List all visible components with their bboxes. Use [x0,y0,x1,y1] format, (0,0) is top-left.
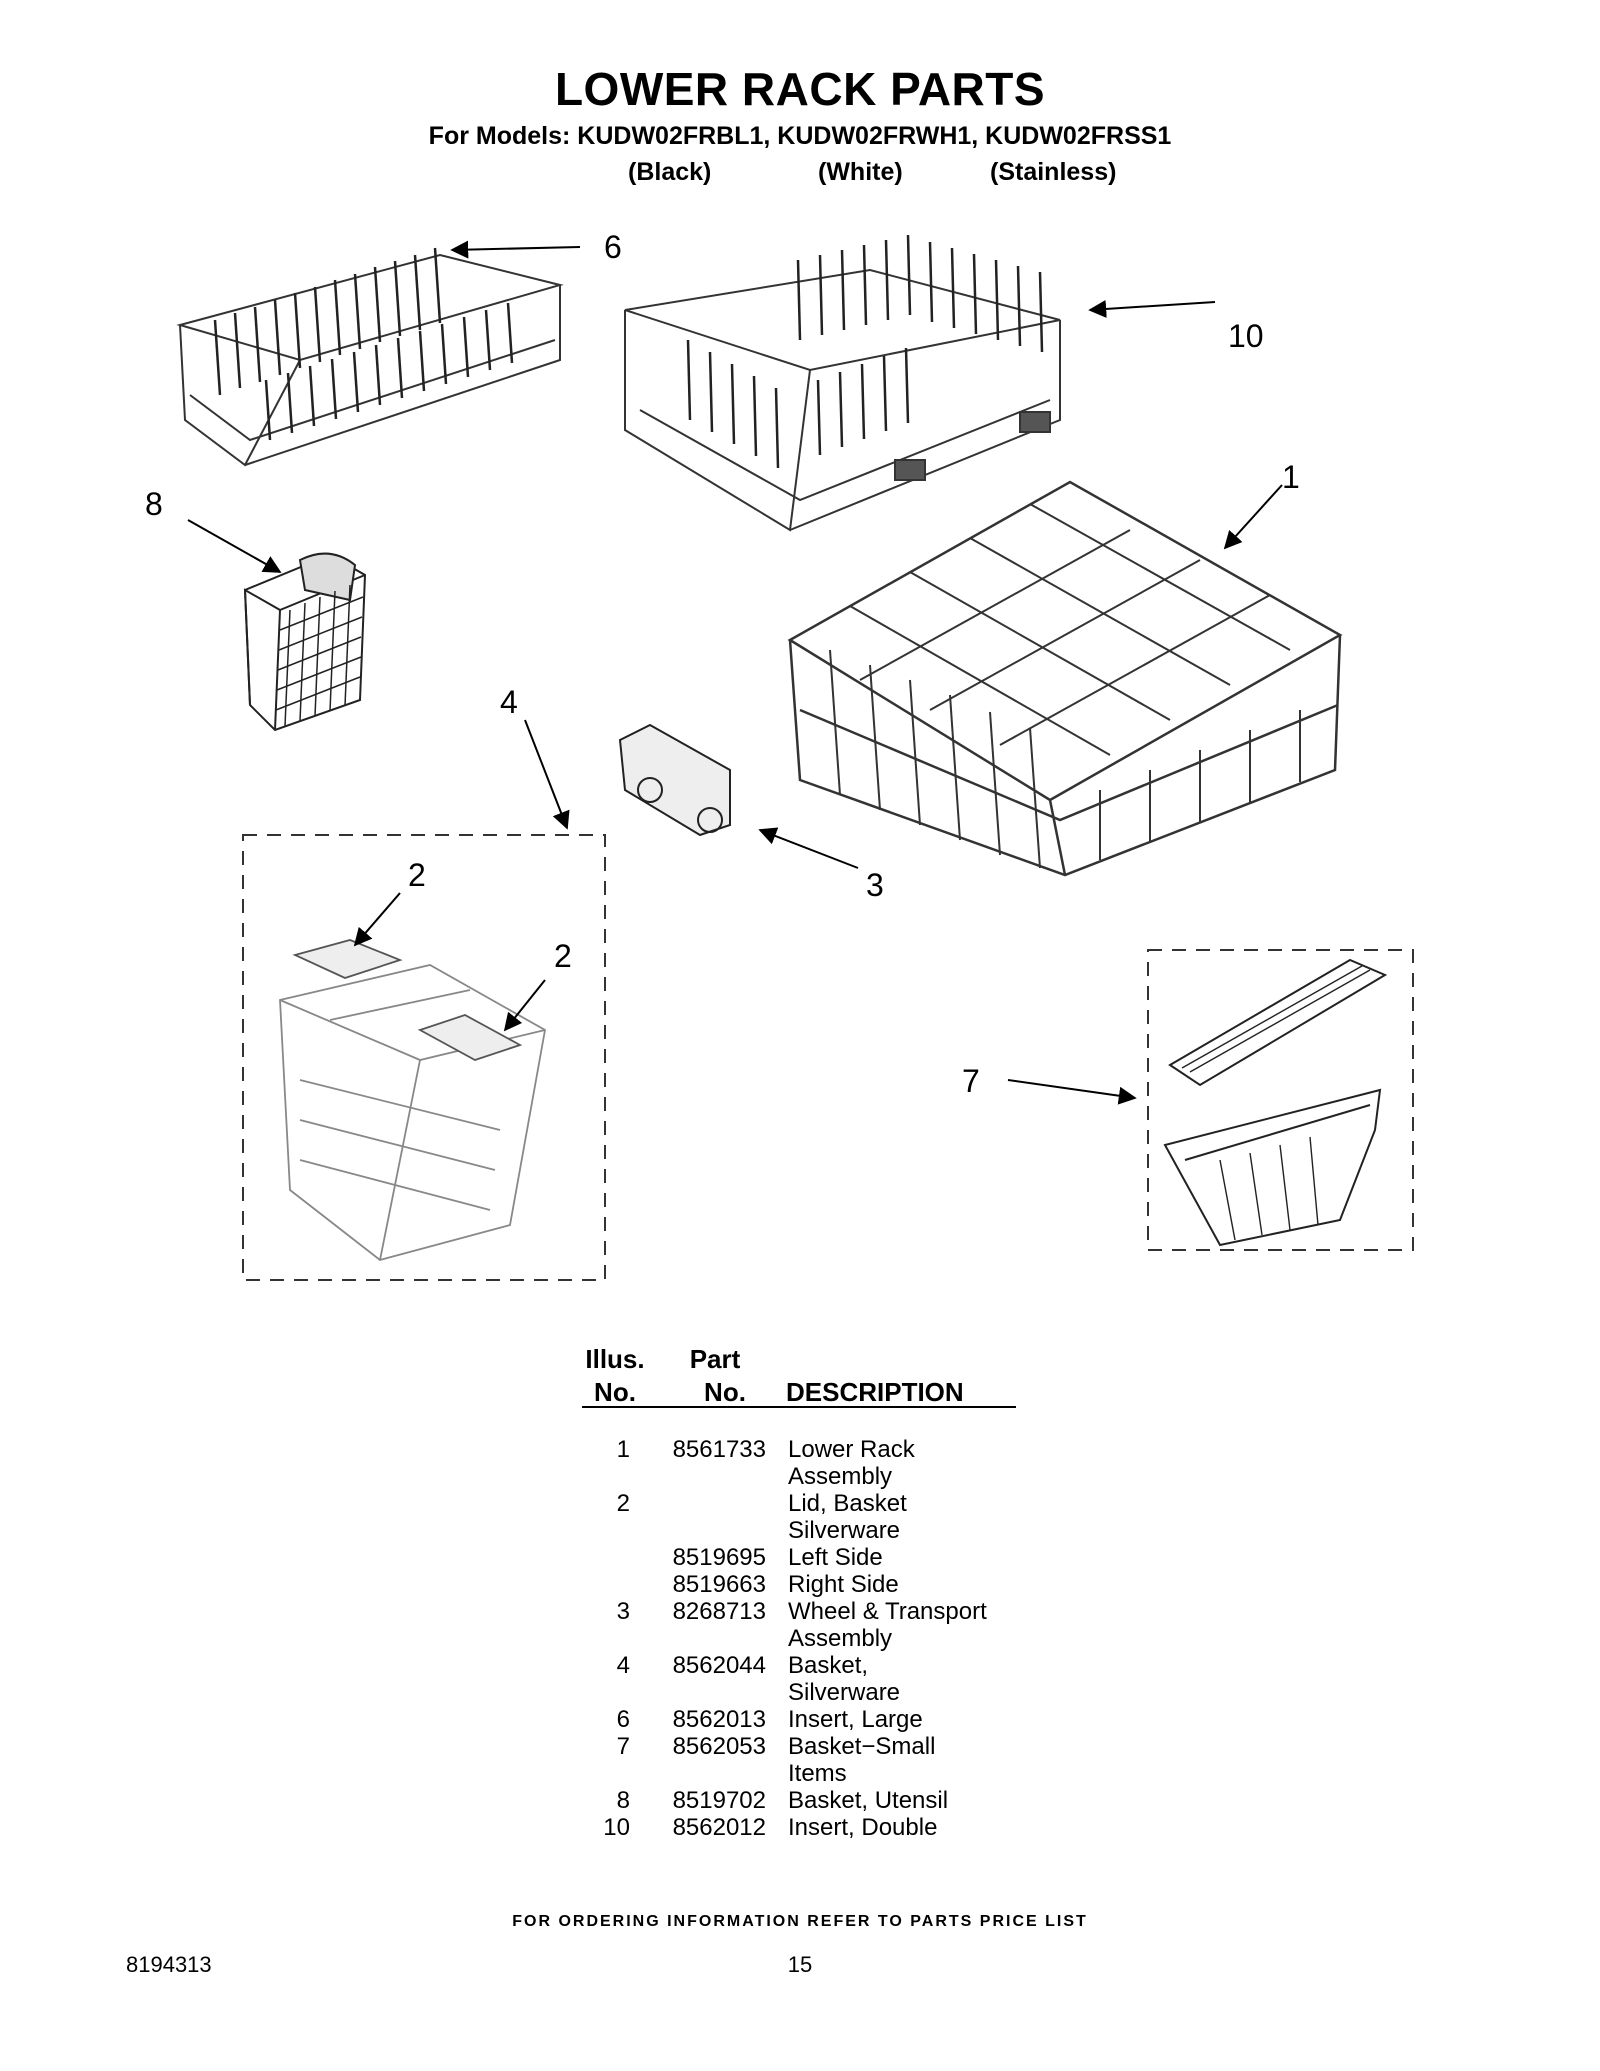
variant-stainless: (Stainless) [990,158,1117,186]
document-number: 8194313 [126,1952,212,1977]
leader-10 [1088,299,1216,318]
part-4-basket-silverware [279,964,546,1261]
callout-2-left: 2 [408,857,426,893]
callout-8: 8 [145,486,163,522]
exploded-parts-diagram: 6 10 1 8 4 3 2 2 7 [145,229,1414,1281]
description: Lid, Basket [788,1490,907,1517]
part-10-insert-double [624,234,1061,532]
illus-no: 4 [616,1652,630,1679]
models-line: For Models: KUDW02FRBL1, KUDW02FRWH1, KU… [428,122,1172,150]
illus-no: 2 [616,1490,630,1517]
description: Left Side [788,1544,883,1571]
callout-3: 3 [866,867,884,903]
leader-7 [1007,1079,1137,1105]
illus-no: 8 [616,1787,630,1814]
part-7-dashed-box [1147,949,1414,1251]
part-no: 8519695 [672,1544,766,1571]
description: Silverware [788,1679,901,1706]
page-title: LOWER RACK PARTS [554,63,1046,115]
illus-no: 7 [616,1733,630,1760]
part-2-lid-left [292,939,403,979]
leader-4 [524,719,570,830]
part-1-lower-rack [787,480,1343,877]
description: Basket, Utensil [788,1787,949,1814]
illus-no: 6 [616,1706,630,1733]
ordering-note: FOR ORDERING INFORMATION REFER TO PARTS … [512,1913,1088,1930]
description: Items [788,1760,847,1787]
part-no: 8268713 [672,1598,766,1625]
description: Insert, Large [788,1706,923,1733]
illus-no: 10 [603,1814,630,1841]
col-part-bottom: No. [704,1377,746,1407]
description: Basket−Small [788,1733,936,1760]
description: Assembly [788,1463,893,1490]
col-part-top: Part [689,1344,741,1374]
leader-8 [187,519,282,573]
part-no: 8519702 [672,1787,766,1814]
part-no: 8561733 [672,1436,766,1463]
part-3-wheel-transport [618,723,731,837]
col-illus-bottom: No. [594,1377,636,1407]
part-no: 8562053 [672,1733,766,1760]
part-no: 8519663 [672,1571,766,1598]
part-no: 8562044 [672,1652,766,1679]
illus-no: 3 [616,1598,630,1625]
leader-2b [503,979,546,1032]
callout-1: 1 [1282,459,1300,495]
table-header-rule [582,1406,1016,1408]
part-no: 8562013 [672,1706,766,1733]
description: Wheel & Transport [788,1598,987,1625]
leader-2a [353,892,401,947]
part-2-lid-right [417,1014,523,1061]
illus-no: 1 [616,1436,630,1463]
variant-white: (White) [818,158,903,186]
leader-3 [758,827,859,869]
description: Right Side [788,1571,899,1598]
callout-10: 10 [1228,318,1264,354]
part-no: 8562012 [672,1814,766,1841]
part-8-basket-utensil [243,552,367,732]
description: Basket, [788,1652,869,1679]
description: Assembly [788,1625,893,1652]
callout-4: 4 [500,684,518,720]
part-4-dashed-box [242,834,606,1281]
leader-6 [450,240,581,259]
description: Lower Rack [788,1436,915,1463]
callout-2-right: 2 [554,938,572,974]
page-number: 15 [787,1952,813,1977]
callout-7: 7 [962,1063,980,1099]
leader-1 [1223,484,1283,550]
part-6-insert-large [176,247,564,467]
variant-black: (Black) [628,158,712,186]
description: Silverware [788,1517,901,1544]
description: Insert, Double [788,1814,938,1841]
col-description: DESCRIPTION [786,1377,964,1407]
part-7-basket-small-items [1163,958,1388,1247]
callout-6: 6 [604,229,622,265]
col-illus-top: Illus. [585,1344,645,1374]
